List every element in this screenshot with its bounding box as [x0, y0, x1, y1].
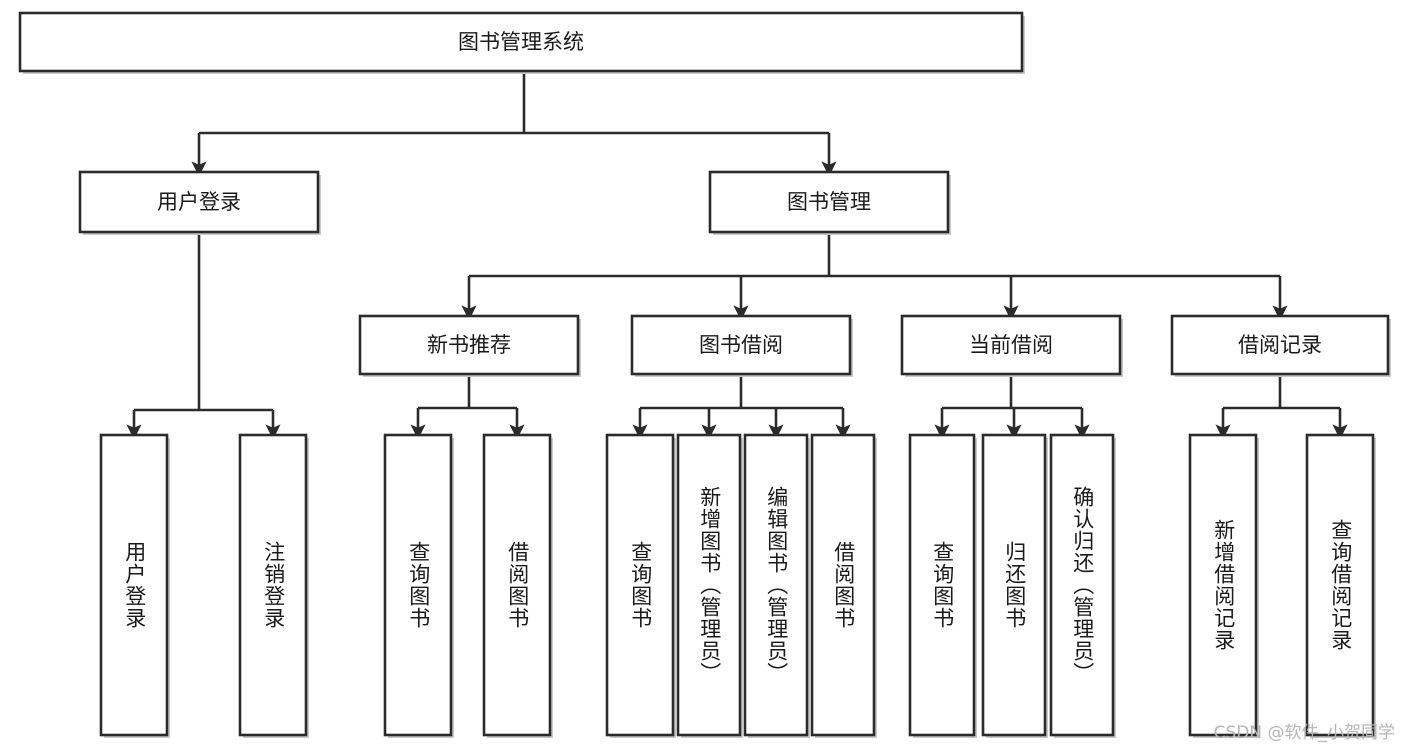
- level2-label-new-book-recommend: 新书推荐: [427, 333, 511, 357]
- leaf-node-leaf-edit-book[interactable]: [743, 433, 809, 737]
- leaf-node-leaf-query-record[interactable]: [1305, 433, 1375, 737]
- leaf-node-leaf-add-record[interactable]: [1188, 433, 1258, 737]
- level2-label-current-borrow: 当前借阅: [969, 333, 1053, 357]
- level2-label-borrow-record: 借阅记录: [1238, 333, 1322, 357]
- leaf-node-leaf-query-book-3[interactable]: [908, 433, 976, 737]
- leaf-node-leaf-confirm-return[interactable]: [1049, 433, 1115, 737]
- leaf-node-leaf-user-login[interactable]: [99, 433, 169, 737]
- leaf-node-leaf-query-book-2[interactable]: [605, 433, 675, 737]
- watermark-text: CSDN @软件_小贺同学: [1213, 723, 1395, 743]
- leaf-node-leaf-logout-login[interactable]: [238, 433, 308, 737]
- leaf-node-leaf-borrow-book-2[interactable]: [810, 433, 876, 737]
- node-boxes: [18, 11, 1391, 738]
- leaf-node-leaf-borrow-book-1[interactable]: [482, 433, 552, 737]
- level1-node-book-manage[interactable]: [708, 170, 950, 234]
- level2-label-book-borrow: 图书借阅: [699, 333, 783, 357]
- leaf-node-leaf-return-book[interactable]: [981, 433, 1047, 737]
- level2-node-current-borrow[interactable]: [900, 314, 1122, 376]
- level1-label-user-login: 用户登录: [157, 190, 241, 214]
- level1-node-user-login[interactable]: [78, 170, 320, 234]
- root-node-box[interactable]: [18, 11, 1024, 73]
- level2-node-borrow-record[interactable]: [1170, 314, 1390, 376]
- level2-node-book-borrow[interactable]: [630, 314, 852, 376]
- level2-node-new-book-recommend[interactable]: [358, 314, 580, 376]
- leaf-node-leaf-query-book-1[interactable]: [383, 433, 453, 737]
- connector-links: [126, 71, 1348, 440]
- root-node-label: 图书管理系统: [458, 30, 584, 54]
- level1-label-book-manage: 图书管理: [787, 190, 871, 214]
- leaf-node-leaf-add-book[interactable]: [676, 433, 742, 737]
